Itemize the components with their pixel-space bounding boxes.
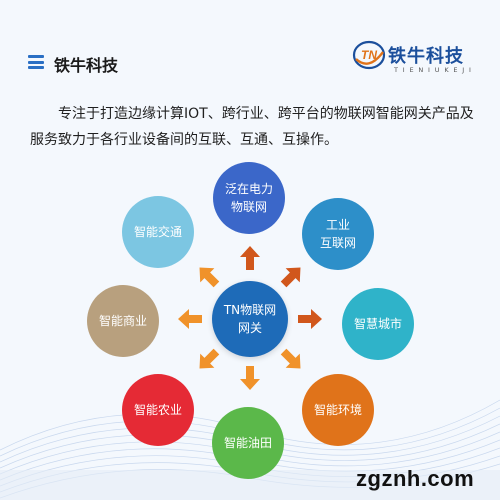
node-smart-oilfield: 智能油田 (212, 407, 284, 479)
arrow-down-left-icon (199, 348, 220, 369)
arrow-left-icon (178, 309, 202, 329)
logo-name: 铁牛科技 (388, 46, 464, 67)
intro-text: 专注于打造边缘计算IOT、跨行业、跨平台的物联网智能网关产品及服务致力于各行业设… (30, 106, 474, 148)
center-node-tn-gateway: TN物联网 网关 (212, 281, 288, 357)
node-smart-environment: 智能环境 (302, 374, 374, 446)
logo-subtitle: TIENIUKEJI (394, 66, 476, 74)
node-industrial-internet: 工业 互联网 (302, 198, 374, 270)
hub-diagram: TN物联网 网关 泛在电力 物联网 工业 互联网 智慧城市 智能环境 智能油田 … (0, 160, 500, 500)
logo-mark-icon: TN (352, 40, 386, 70)
node-power-iot: 泛在电力 物联网 (213, 162, 285, 234)
node-smart-traffic: 智能交通 (122, 196, 194, 268)
node-smart-agriculture: 智能农业 (122, 374, 194, 446)
arrow-down-right-icon (280, 348, 301, 369)
header-title: 铁牛科技 (54, 56, 119, 75)
arrow-down-icon (240, 366, 260, 390)
arrow-up-left-icon (199, 267, 220, 288)
logo-mark-letters: TN (361, 48, 377, 62)
header: 铁牛科技 TN 铁牛科技 TIENIUKEJI (0, 0, 500, 90)
arrow-up-right-icon (280, 267, 301, 288)
node-smart-commerce: 智能商业 (87, 285, 159, 357)
company-logo: TN 铁牛科技 TIENIUKEJI (352, 38, 482, 78)
arrow-right-icon (298, 309, 322, 329)
node-smart-city: 智慧城市 (342, 288, 414, 360)
menu-icon[interactable] (28, 55, 44, 69)
watermark: zgznh.com (356, 466, 475, 491)
arrow-up-icon (240, 246, 260, 270)
